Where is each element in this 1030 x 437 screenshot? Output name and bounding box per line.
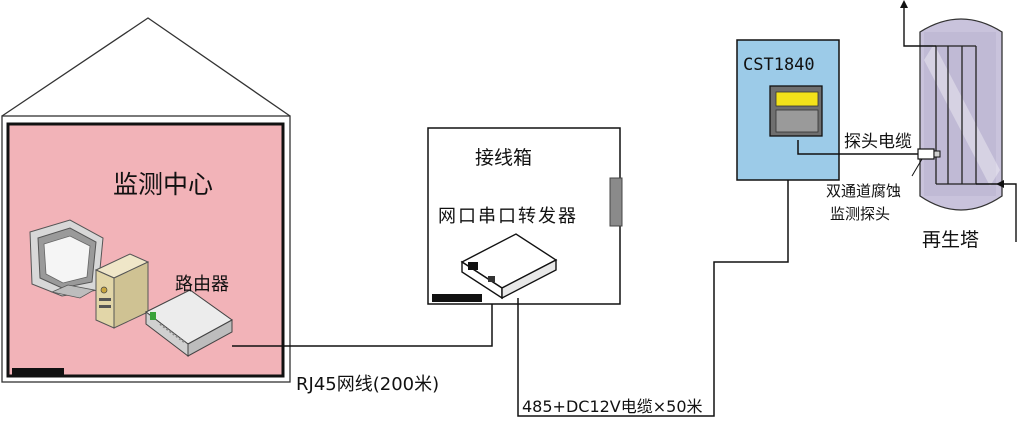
- outlet-arrow-icon: [900, 0, 908, 8]
- junction-box-title: 接线箱: [475, 147, 532, 169]
- power-485-cable-label: 485+DC12V电缆×50米: [522, 397, 703, 416]
- cst1840-instrument: CST1840: [736, 39, 840, 181]
- rj45-cable: [232, 298, 493, 347]
- monitoring-center: 监测中心 路由器: [1, 17, 291, 383]
- probe-label-line1: 双通道腐蚀: [826, 182, 901, 200]
- tower-outlet-pipe: [903, 6, 936, 47]
- converter-label: 网口串口转发器: [438, 206, 578, 227]
- rj45-cable-label: RJ45网线(200米): [296, 374, 439, 395]
- junction-box-latch: [609, 177, 623, 227]
- regeneration-tower: [900, 0, 1017, 242]
- tower-label: 再生塔: [922, 229, 979, 251]
- junction-box: 接线箱 网口串口转发器: [427, 127, 623, 305]
- computer-tower-icon: [94, 253, 150, 329]
- power-485-cable: [517, 140, 789, 417]
- tower-body: [919, 18, 1003, 211]
- probe-cable-label: 探头电缆: [844, 132, 912, 152]
- monitoring-center-title: 监测中心: [113, 170, 213, 199]
- corrosion-probe-icon: [917, 148, 941, 160]
- probe-leader-line: [911, 158, 923, 177]
- tower-inlet-pipe: [976, 183, 1017, 242]
- probe-cable: [797, 140, 920, 155]
- converter-device-icon: [460, 233, 558, 300]
- probe-label-line2: 监测探头: [830, 205, 890, 223]
- house-roof: [1, 17, 291, 117]
- router-label: 路由器: [175, 274, 229, 295]
- room-floor-mark: [12, 368, 64, 375]
- computer-monitor-icon: [29, 219, 104, 299]
- instrument-model: CST1840: [743, 55, 815, 75]
- junction-box-base-mark: [432, 294, 482, 302]
- instrument-unit-icon: [769, 85, 823, 137]
- router-icon: [145, 289, 233, 358]
- inlet-arrow-icon: [996, 180, 1004, 188]
